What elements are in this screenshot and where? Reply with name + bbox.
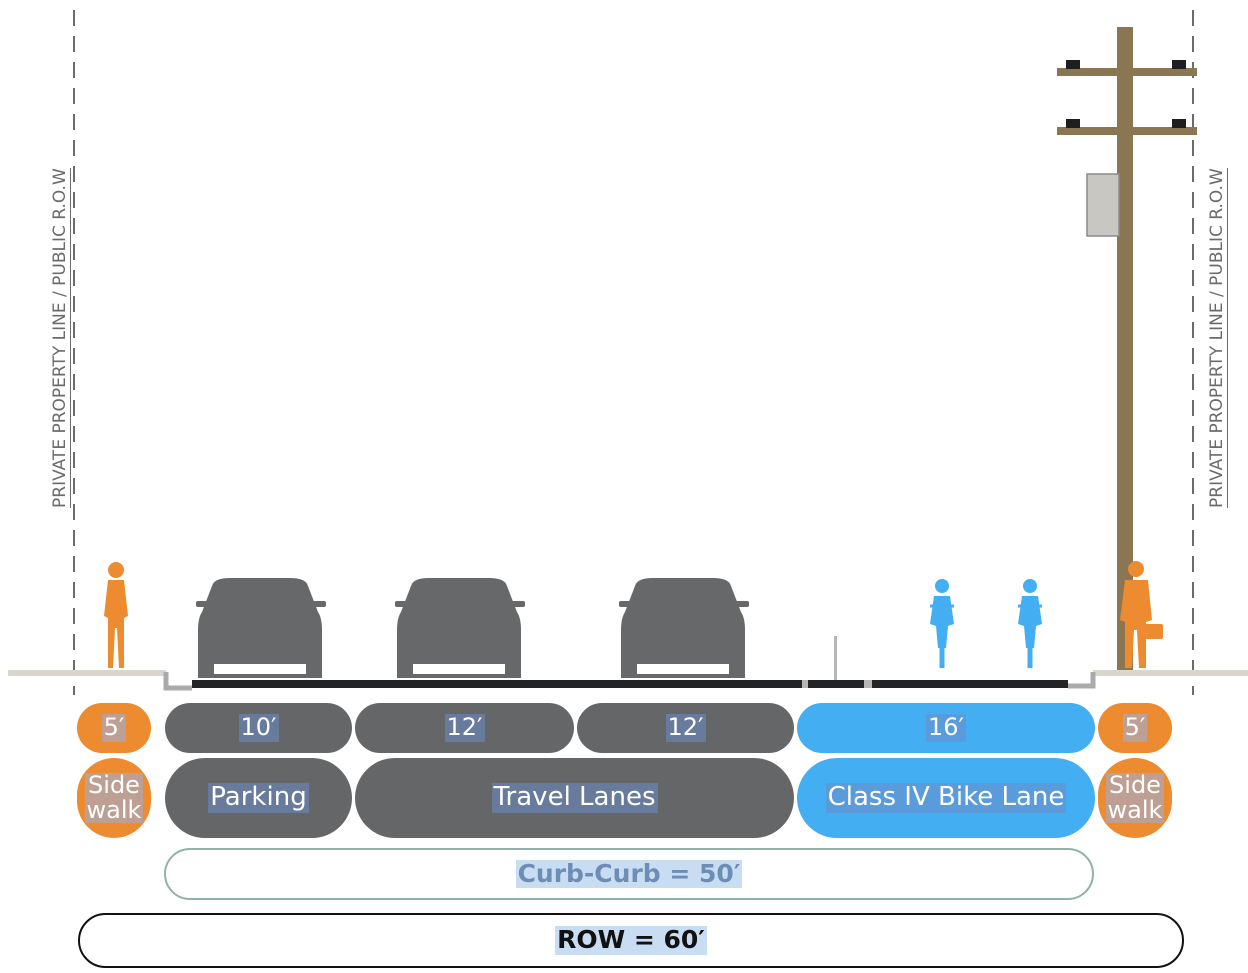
pedestrian-with-briefcase-icon xyxy=(1120,561,1163,668)
row-label: ROW = 60′ xyxy=(555,925,707,955)
right-ground xyxy=(1093,670,1248,676)
delineator-post xyxy=(834,636,837,680)
travel-lane-1-width: 12′ xyxy=(444,713,485,742)
right-property-line-label: PRIVATE PROPERTY LINE / PUBLIC R.O.W xyxy=(1207,168,1228,508)
parking-width-pill: 10′ xyxy=(165,703,352,753)
right-curb xyxy=(1068,672,1096,689)
right-sidewalk-width: 5′ xyxy=(1122,713,1148,742)
right-sidewalk-label-pill: Side walk xyxy=(1098,758,1172,838)
left-sidewalk-label-pill: Side walk xyxy=(77,758,151,838)
bike-lane-label-pill: Class IV Bike Lane xyxy=(797,758,1095,838)
travel-lane-car-2 xyxy=(619,578,749,678)
left-sidewalk-width-pill: 5′ xyxy=(77,703,151,753)
bike-roadway xyxy=(872,680,1068,688)
travel-lanes-label: Travel Lanes xyxy=(491,782,658,813)
cyclist-icon xyxy=(930,579,954,668)
travel-lane-1-width-pill: 12′ xyxy=(355,703,574,753)
lane-gap-right xyxy=(864,680,872,688)
roadway xyxy=(192,680,802,688)
curb-to-curb-total: Curb-Curb = 50′ xyxy=(164,848,1094,900)
street-cross-section-illustration xyxy=(8,10,1248,695)
left-ground xyxy=(8,670,166,676)
left-sidewalk-width: 5′ xyxy=(101,713,127,742)
travel-lane-car-1 xyxy=(395,578,525,678)
cyclist-icon xyxy=(1018,579,1042,668)
parking-label: Parking xyxy=(208,782,309,813)
travel-lane-2-width: 12′ xyxy=(665,713,706,742)
roadway-buffer xyxy=(808,680,864,688)
lane-gap-left xyxy=(802,680,808,688)
bike-lane-width-pill: 16′ xyxy=(797,703,1095,753)
parked-car xyxy=(196,578,326,678)
bike-lane-width: 16′ xyxy=(926,713,966,742)
curb-to-curb-label: Curb-Curb = 50′ xyxy=(515,858,743,889)
parking-label-pill: Parking xyxy=(165,758,352,838)
pedestrian-icon xyxy=(104,562,128,668)
utility-pole xyxy=(1057,27,1197,670)
right-sidewalk-label: Side walk xyxy=(1105,770,1165,824)
travel-lanes-label-pill: Travel Lanes xyxy=(355,758,794,838)
left-sidewalk-label: Side walk xyxy=(84,770,144,824)
right-sidewalk-width-pill: 5′ xyxy=(1098,703,1172,753)
left-curb xyxy=(163,672,192,691)
left-property-line-label: PRIVATE PROPERTY LINE / PUBLIC R.O.W xyxy=(50,168,71,508)
bike-lane-label: Class IV Bike Lane xyxy=(825,782,1067,813)
parking-width: 10′ xyxy=(238,713,279,742)
travel-lane-2-width-pill: 12′ xyxy=(577,703,794,753)
row-total: ROW = 60′ xyxy=(78,913,1184,968)
